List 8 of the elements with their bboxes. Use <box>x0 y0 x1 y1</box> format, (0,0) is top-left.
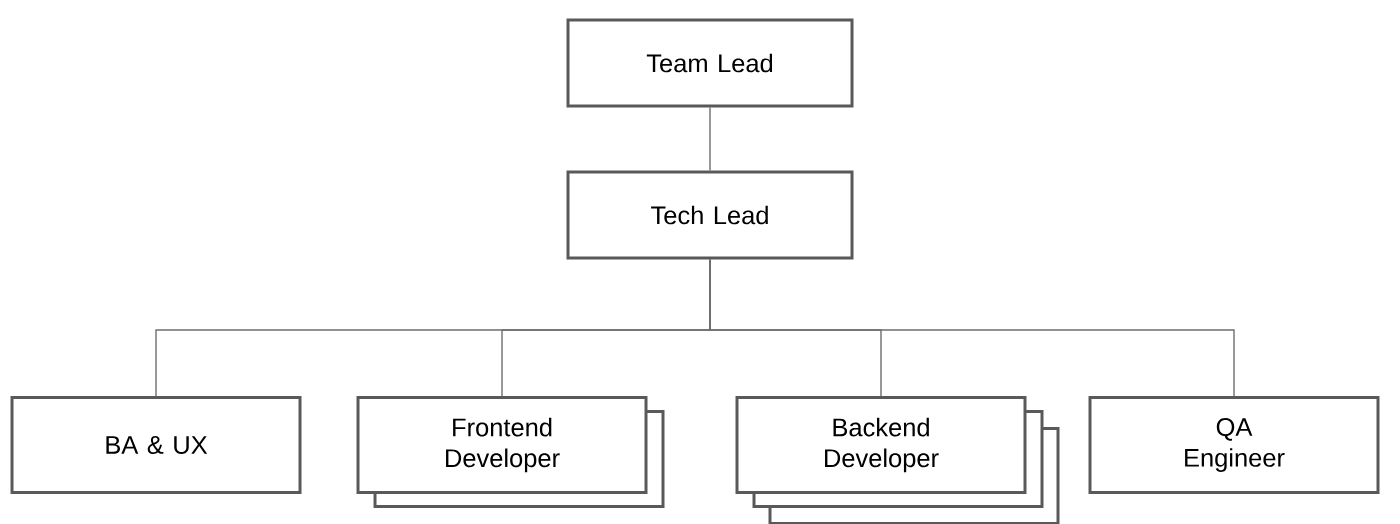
connector-line <box>709 106 711 172</box>
connector-line <box>709 258 1235 397</box>
stacked-boxes: Backend Developer <box>735 396 1060 524</box>
role-box: Team Lead <box>566 18 854 108</box>
stacked-boxes: Frontend Developer <box>356 396 665 508</box>
role-box: BA & UX <box>10 396 302 494</box>
role-box: Tech Lead <box>566 170 854 260</box>
role-box: QA Engineer <box>1088 396 1380 494</box>
